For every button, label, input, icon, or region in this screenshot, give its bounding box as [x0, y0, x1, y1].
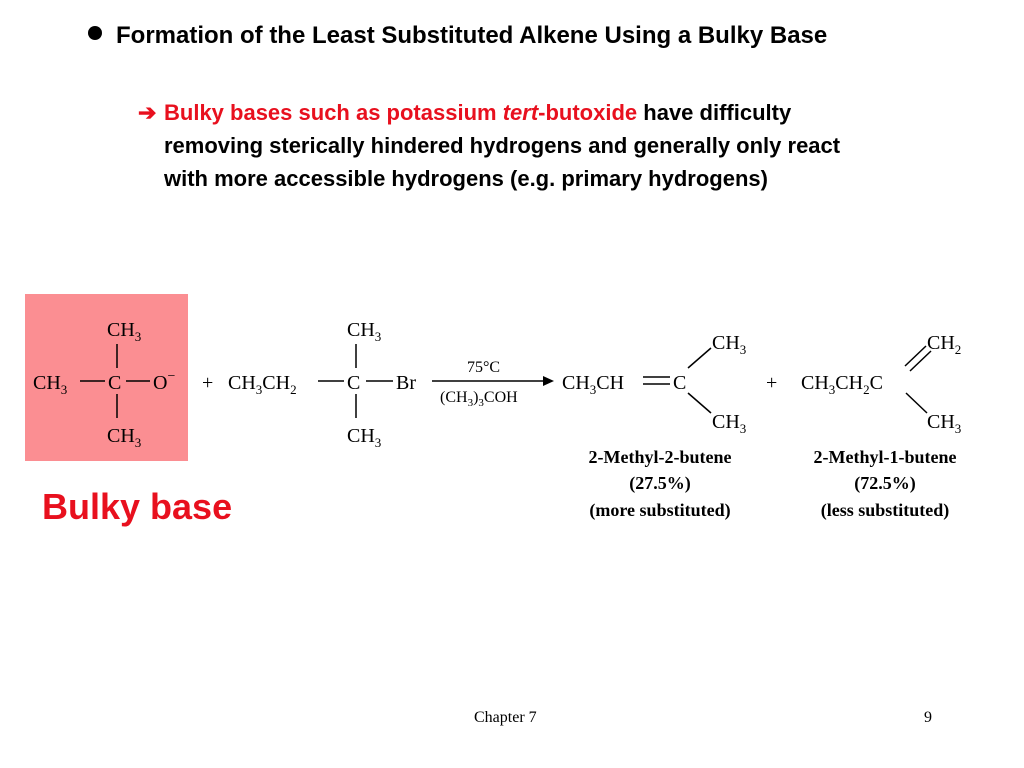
- halide-bromine: Br: [396, 372, 416, 394]
- base-oxygen: O−: [153, 369, 175, 394]
- product-2-bottom-group: CH3: [927, 411, 961, 436]
- slide-heading: Formation of the Least Substituted Alken…: [88, 22, 827, 50]
- product-2-top-group: CH2: [927, 332, 961, 357]
- bullet-icon: [88, 26, 102, 40]
- base-bottom-group: CH3: [107, 425, 141, 450]
- product-2-name: 2-Methyl-1-butene: [814, 447, 957, 467]
- base-center-carbon: C: [108, 372, 121, 394]
- halide-chain: CH3CH2: [228, 372, 297, 397]
- sub-point-black-1: have difficulty: [637, 100, 792, 125]
- arrow-right-icon: ➔: [138, 100, 157, 125]
- condition-solvent: (CH3)3COH: [440, 389, 518, 409]
- condition-temperature: 75°C: [467, 359, 500, 376]
- sub-point: ➔ Bulky bases such as potassium tert-buto…: [138, 96, 968, 195]
- sub-point-red-italic: tert: [502, 100, 539, 125]
- plus-sign-2: +: [766, 372, 777, 394]
- bulky-base-label: Bulky base: [42, 486, 233, 527]
- product-1-bottom-group: CH3: [712, 411, 746, 436]
- product-2-note: (less substituted): [821, 500, 950, 521]
- product-1-percent: (27.5%): [629, 473, 691, 494]
- plus-sign-1: +: [202, 372, 213, 394]
- product-1-name: 2-Methyl-2-butene: [589, 447, 732, 467]
- sub-point-line-3: with more accessible hydrogens (e.g. pri…: [164, 166, 768, 191]
- sub-point-red-2: -butoxide: [538, 100, 638, 125]
- reaction-scheme: CH3 CH3 C O− CH3 + CH3CH2 C Br CH3 CH3 7…: [33, 319, 961, 521]
- page-number: 9: [924, 709, 932, 726]
- product-1-note: (more substituted): [589, 500, 730, 521]
- halide-bottom-group: CH3: [347, 425, 381, 450]
- base-left-group: CH3: [33, 372, 67, 397]
- product-2-percent: (72.5%): [854, 473, 916, 494]
- heading-text: Formation of the Least Substituted Alken…: [116, 22, 828, 49]
- halide-center-carbon: C: [347, 372, 360, 394]
- product-1-center-carbon: C: [673, 372, 686, 394]
- reaction-arrow-icon: [543, 376, 554, 386]
- sub-point-red-1: Bulky bases such as potassium: [164, 100, 503, 125]
- product-2-chain: CH3CH2C: [801, 372, 883, 397]
- footer-chapter: Chapter 7: [474, 709, 537, 726]
- base-top-group: CH3: [107, 319, 141, 344]
- sub-point-line-2: removing sterically hindered hydrogens a…: [164, 133, 841, 158]
- product-1-top-group: CH3: [712, 332, 746, 357]
- bulky-base-highlight: [25, 294, 188, 461]
- product-1-chain: CH3CH: [562, 372, 624, 397]
- halide-top-group: CH3: [347, 319, 381, 344]
